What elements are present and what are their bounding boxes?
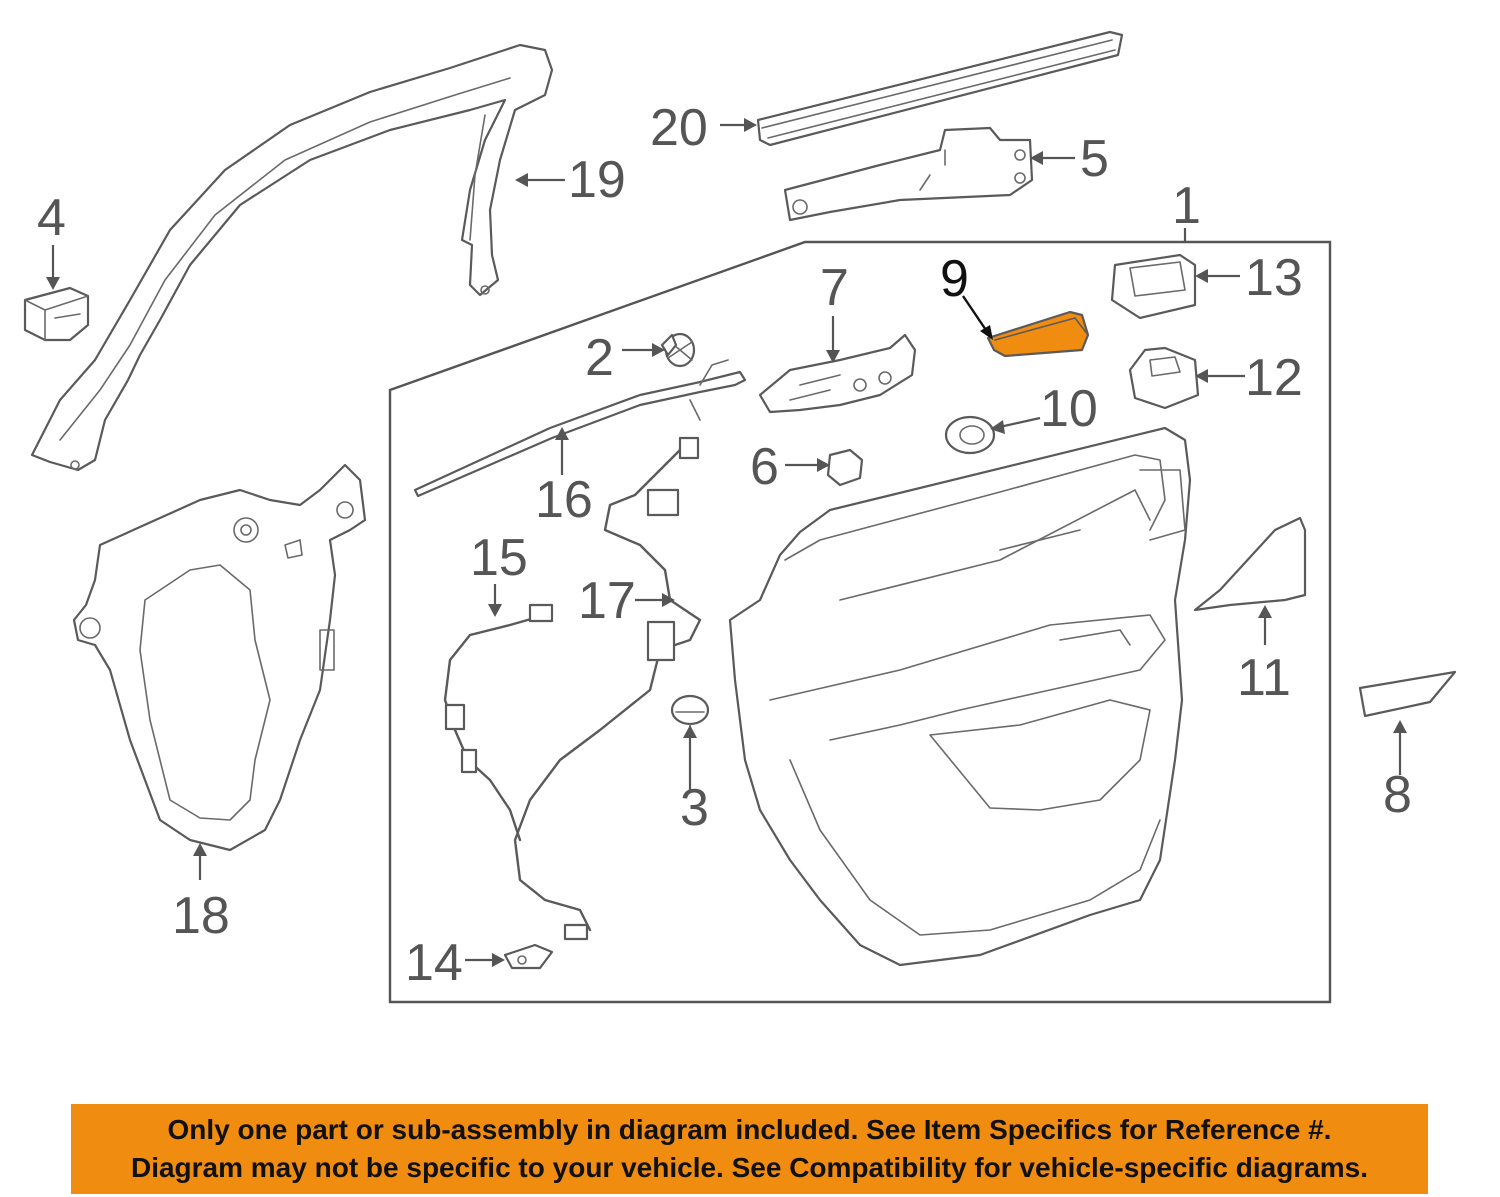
callout-15: 15 bbox=[470, 529, 528, 587]
belt-weatherstrip bbox=[756, 30, 1124, 147]
bracket-5 bbox=[783, 126, 1034, 222]
callout-19: 19 bbox=[568, 151, 626, 209]
callout-11: 11 bbox=[1237, 649, 1291, 707]
disclaimer-banner: Only one part or sub-assembly in diagram… bbox=[71, 1104, 1428, 1194]
assembly-frame bbox=[388, 240, 1332, 1004]
disclaimer-line-2: Diagram may not be specific to your vehi… bbox=[130, 1152, 1369, 1183]
bracket-14 bbox=[503, 943, 554, 970]
callout-4: 4 bbox=[37, 189, 66, 247]
callout-labels: 1 2 3 4 5 6 7 8 9 10 11 12 13 14 15 16 1… bbox=[37, 99, 1412, 992]
trim-piece-8 bbox=[1358, 670, 1457, 718]
callout-17: 17 bbox=[578, 572, 636, 630]
pull-cup-highlighted bbox=[986, 310, 1090, 358]
callout-9: 9 bbox=[940, 250, 969, 308]
callout-12: 12 bbox=[1245, 349, 1303, 407]
inside-handle bbox=[758, 333, 917, 414]
callout-14: 14 bbox=[405, 934, 463, 992]
callout-1: 1 bbox=[1172, 177, 1201, 235]
callout-16: 16 bbox=[535, 471, 593, 529]
callout-13: 13 bbox=[1245, 249, 1303, 307]
wiring-harness-17 bbox=[513, 436, 702, 941]
water-deflector bbox=[72, 463, 367, 852]
window-switch-12 bbox=[1128, 346, 1200, 410]
callout-8: 8 bbox=[1383, 766, 1412, 824]
clip-6 bbox=[826, 448, 864, 487]
leader-lines bbox=[46, 118, 1407, 967]
disclaimer-line-1: Only one part or sub-assembly in diagram… bbox=[167, 1114, 1332, 1145]
retainer-2 bbox=[660, 332, 696, 368]
callout-7: 7 bbox=[820, 259, 849, 317]
callout-6: 6 bbox=[750, 438, 779, 496]
callout-2: 2 bbox=[585, 329, 614, 387]
wiring-harness-15 bbox=[443, 603, 554, 842]
door-trim-panel bbox=[728, 426, 1192, 967]
window-switch-13 bbox=[1110, 253, 1197, 320]
highlighted-part bbox=[986, 310, 1090, 358]
window-frame-molding bbox=[30, 43, 554, 472]
callout-20: 20 bbox=[650, 99, 708, 157]
trim-piece-11 bbox=[1193, 516, 1307, 612]
callout-3: 3 bbox=[680, 779, 709, 837]
callout-10: 10 bbox=[1040, 380, 1098, 438]
trim-strip bbox=[413, 359, 747, 498]
callout-5: 5 bbox=[1080, 130, 1109, 188]
clip-4 bbox=[23, 286, 90, 342]
grommet-10 bbox=[944, 415, 996, 455]
callout-18: 18 bbox=[172, 887, 230, 945]
